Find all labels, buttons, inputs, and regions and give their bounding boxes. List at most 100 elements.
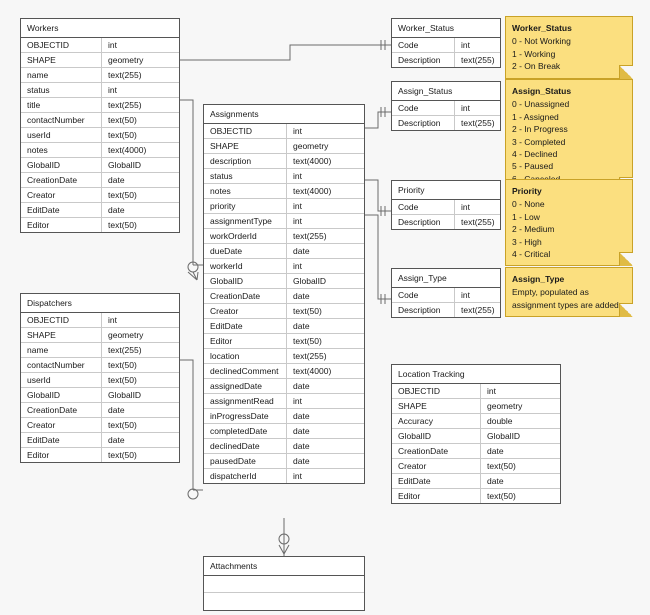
field-type: date [101,173,179,187]
tick-workerstatus [380,40,386,50]
note-line: 1 - Working [512,48,556,59]
line-assignments-assigntype [365,214,391,300]
note-line: 2 - On Break [512,61,561,72]
entity-field-row-empty[interactable] [204,593,364,610]
crowfoot-workers [187,261,199,273]
field-type: text(4000) [286,364,364,378]
field-type: GlobalID [480,429,560,443]
crowfoot-dispatchers [187,488,199,500]
field-type: text(50) [101,113,179,127]
field-name: title [27,100,41,110]
entity-attachments[interactable]: Attachments [203,556,365,611]
note-line: 5 - Paused [512,161,554,172]
note-title: Assign_Type [512,274,565,284]
field-type: text(50) [101,418,179,432]
entity-field-row-empty[interactable] [204,576,364,593]
field-type: int [454,200,500,214]
field-name: status [27,85,50,95]
entity-title: Priority [392,181,500,200]
field-type: date [101,433,179,447]
field-name: Creator [210,306,239,316]
field-type: text(4000) [286,184,364,198]
crowfoot-attachments [278,533,290,545]
field-type: geometry [286,139,364,153]
